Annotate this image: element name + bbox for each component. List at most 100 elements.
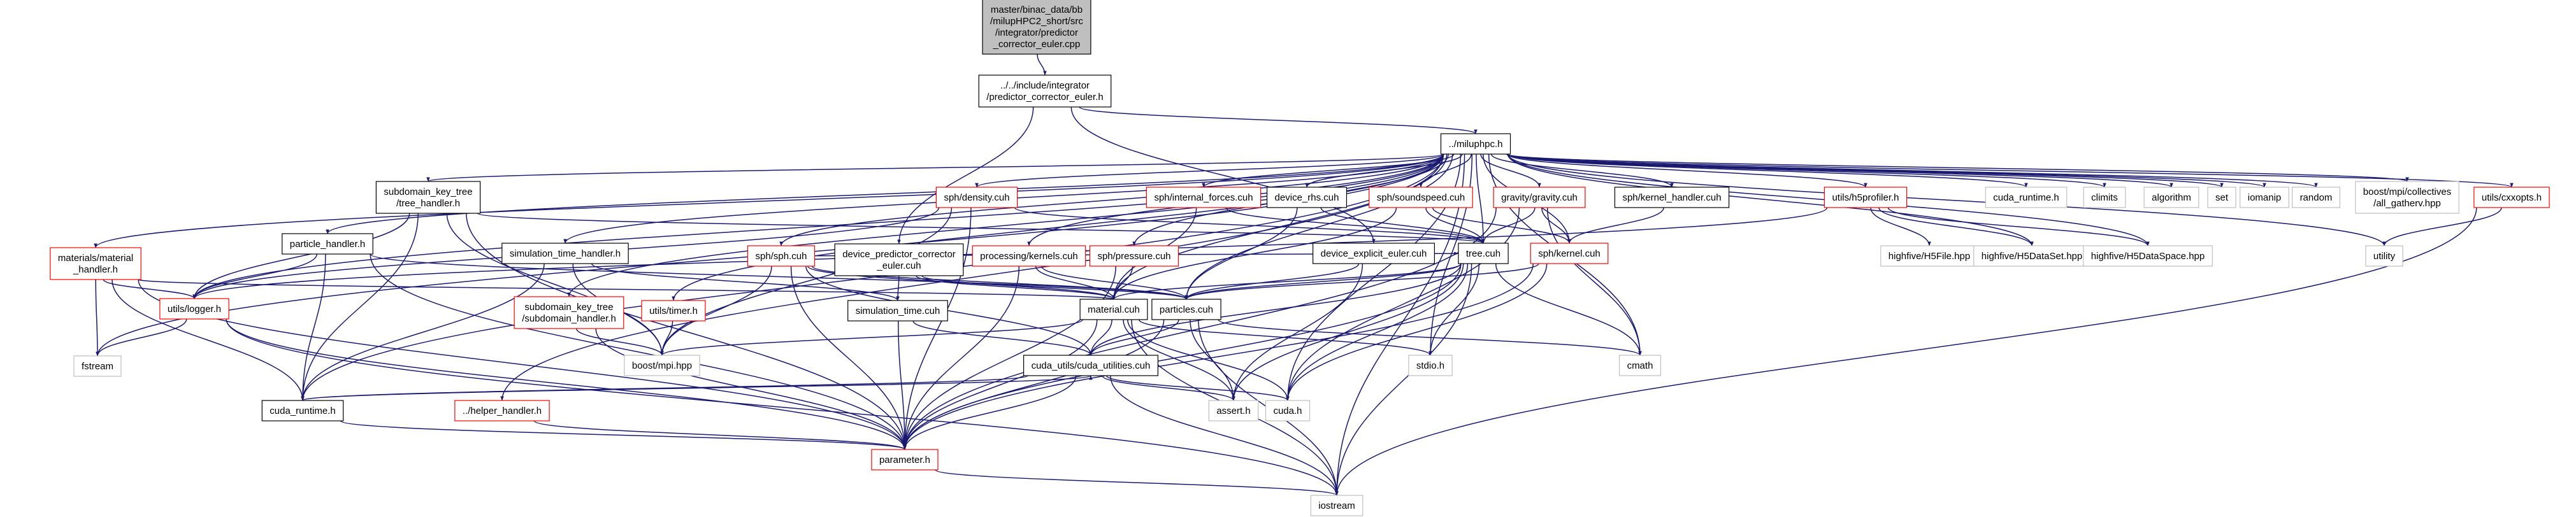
node-label: utility: [2373, 251, 2396, 262]
edge-material-to-cuda: [1127, 319, 1290, 401]
edge-utils-h5profiler-to-hf-h5dataset: [1878, 207, 2034, 246]
edge-utils-cxxopts-to-utility: [2382, 207, 2502, 246]
edge-inc-pce-to-dev-explicit: [1070, 106, 1376, 244]
edge-cuda-utilities-to-cuda: [1105, 375, 1290, 401]
node-label: device_predictor_corrector: [842, 249, 956, 260]
node-utils-timer[interactable]: utils/timer.h: [641, 300, 706, 322]
node-label: utils/timer.h: [649, 306, 698, 316]
edge-tree-to-stdio: [1428, 263, 1480, 356]
node-particle-handler[interactable]: particle_handler.h: [282, 233, 373, 255]
edge-gravity-to-cuda: [1286, 207, 1520, 401]
edge-miluphpc-to-utils-logger: [192, 153, 1444, 299]
node-label: cuda_utils/cuda_utilities.cuh: [1032, 360, 1151, 371]
node-sph-soundspeed[interactable]: sph/soundspeed.cuh: [1369, 187, 1473, 208]
node-box: [1089, 245, 1179, 267]
edge-inc-pce-to-dev-pce: [897, 106, 1034, 244]
node-proc-kernels[interactable]: processing/kernels.cuh: [972, 245, 1086, 267]
node-sph-sph[interactable]: sph/sph.cuh: [747, 245, 816, 267]
edge-miluphpc-to-gravity: [1480, 153, 1541, 188]
edge-particle-handler-to-utils-logger: [192, 253, 318, 299]
edge-tree-to-cmath: [1495, 263, 1642, 356]
node-box: [282, 233, 373, 255]
edge-subdomain-free-to-tree: [477, 213, 1485, 244]
node-label: iostream: [1318, 500, 1355, 511]
node-tree[interactable]: tree.cuh: [1458, 243, 1509, 264]
edge-cuda-utilities-to-assert: [1102, 375, 1235, 401]
node-material[interactable]: material.cuh: [1079, 299, 1148, 320]
node-sph-kernel[interactable]: sph/kernel.cuh: [1530, 243, 1609, 264]
node-gravity[interactable]: gravity/gravity.cuh: [1493, 187, 1586, 208]
edge-subdomain-free-to-cuda-runtime-local: [301, 213, 419, 401]
edge-miluphpc-to-mat-handler: [94, 153, 1444, 248]
edge-subdomain-free-to-boost-mpi: [446, 213, 664, 356]
node-label: ../helper_handler.h: [463, 406, 542, 416]
edge-dev-pce-to-simulation-time: [896, 275, 900, 301]
node-box: [1023, 355, 1158, 376]
node-cuda-utilities[interactable]: cuda_utils/cuda_utilities.cuh: [1023, 355, 1158, 376]
edge-miluphpc-to-device-rhs: [1305, 153, 1463, 188]
node-label: sph/soundspeed.cuh: [1377, 192, 1465, 203]
node-climits: climits: [2083, 187, 2126, 208]
node-subdomain-free[interactable]: subdomain_key_tree/tree_handler.h: [375, 181, 481, 214]
node-dev-pce[interactable]: device_predictor_corrector_euler.cuh: [834, 243, 964, 276]
node-label: sph/internal_forces.cuh: [1154, 192, 1253, 203]
edge-utils-logger-to-parameter: [226, 318, 907, 450]
node-sph-density[interactable]: sph/density.cuh: [935, 187, 1018, 208]
node-label: master/binac_data/bb: [991, 4, 1083, 15]
node-sph-pressure[interactable]: sph/pressure.cuh: [1089, 245, 1179, 267]
node-utility: utility: [2365, 245, 2403, 267]
node-particles[interactable]: particles.cuh: [1151, 299, 1221, 320]
node-device-rhs[interactable]: device_rhs.cuh: [1266, 187, 1348, 208]
edge-sim-time-handler-to-simulation-time: [591, 263, 900, 301]
edge-sph-density-to-tree: [1014, 207, 1485, 244]
edge-sph-sph-to-boost-mpi: [660, 266, 772, 356]
node-label: gravity/gravity.cuh: [1501, 192, 1578, 203]
node-box: [641, 300, 706, 322]
node-root[interactable]: master/binac_data/bb/milupHPC2_short/src…: [982, 0, 1091, 55]
edge-miluphpc-to-utility: [1507, 153, 2386, 246]
edge-cuda-utilities-to-parameter: [903, 375, 1077, 450]
node-label: /subdomain_handler.h: [522, 313, 616, 324]
edge-tree-to-assert: [1232, 263, 1464, 401]
edge-particles-to-cmath: [1218, 319, 1642, 356]
node-sph-kernel-handler[interactable]: sph/kernel_handler.cuh: [1614, 187, 1730, 208]
node-box: [1824, 187, 1908, 208]
node-mat-handler[interactable]: materials/material_handler.h: [50, 247, 141, 280]
node-label: simulation_time_handler.h: [510, 248, 621, 259]
node-label: cmath: [1627, 360, 1653, 371]
node-simulation-time[interactable]: simulation_time.cuh: [847, 300, 948, 322]
edge-dev-explicit-to-assert: [1232, 263, 1364, 401]
edge-miluphpc-to-sph-density: [975, 153, 1444, 188]
node-miluphpc[interactable]: ../miluphpc.h: [1440, 133, 1511, 155]
node-box: [73, 355, 122, 377]
node-sim-time-handler[interactable]: simulation_time_handler.h: [501, 243, 629, 264]
node-iomanip: iomanip: [2240, 187, 2289, 208]
node-inc-pce[interactable]: ../../include/integrator/predictor_corre…: [978, 74, 1112, 108]
node-boost-mpi: boost/mpi.hpp: [624, 355, 700, 376]
node-subdomain-handler[interactable]: subdomain_key_tree/subdomain_handler.h: [514, 296, 624, 329]
node-cuda-runtime-local[interactable]: cuda_runtime.h: [261, 400, 344, 421]
node-box: [1493, 187, 1586, 208]
node-utils-cxxopts[interactable]: utils/cxxopts.h: [2473, 187, 2550, 208]
node-utils-h5profiler[interactable]: utils/h5profiler.h: [1824, 187, 1908, 208]
edge-gravity-to-sph-kernel: [1541, 207, 1571, 244]
node-utils-logger[interactable]: utils/logger.h: [159, 298, 229, 320]
node-stdio: stdio.h: [1408, 355, 1453, 376]
edge-inc-pce-to-miluphpc: [1079, 106, 1478, 134]
node-helper-handler[interactable]: ../helper_handler.h: [454, 400, 550, 421]
node-parameter[interactable]: parameter.h: [871, 449, 939, 471]
edge-proc-kernels-to-particles: [1041, 266, 1188, 300]
node-sph-intforces[interactable]: sph/internal_forces.cuh: [1146, 187, 1262, 208]
node-box: [834, 243, 964, 276]
node-label: particles.cuh: [1160, 304, 1213, 315]
node-dev-explicit[interactable]: device_explicit_euler.cuh: [1313, 243, 1435, 264]
node-label: subdomain_key_tree: [524, 302, 613, 313]
node-box: [847, 300, 948, 322]
node-box: [982, 0, 1091, 55]
edge-sph-soundspeed-to-tree: [1425, 207, 1485, 244]
node-hf-h5file: highfive/H5File.hpp: [1880, 245, 1978, 267]
edge-sim-time-handler-to-cuda-runtime-local: [301, 263, 545, 401]
node-label: parameter.h: [879, 455, 930, 465]
node-box: [1265, 400, 1311, 421]
edge-gravity-to-cmath: [1546, 207, 1642, 356]
